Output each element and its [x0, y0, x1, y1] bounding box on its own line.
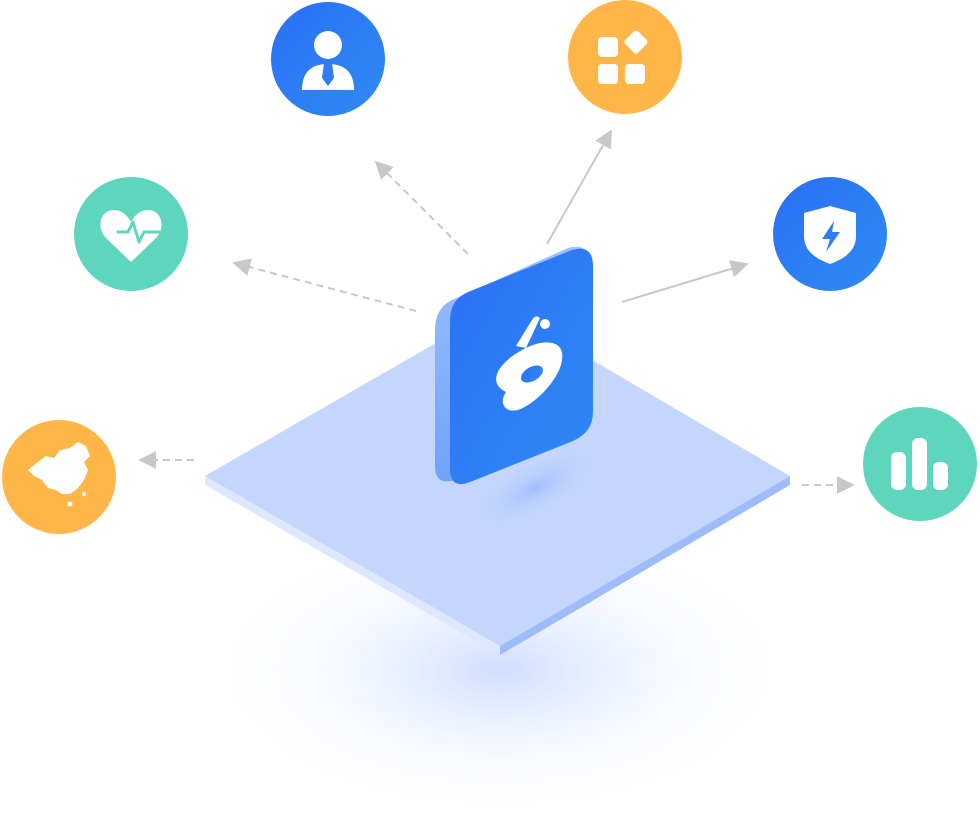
center-tile: [435, 246, 593, 485]
heart-pulse-icon: [100, 210, 164, 262]
shield-lightning-icon: [804, 206, 856, 264]
platform: [205, 306, 790, 655]
bar-chart-icon: [891, 438, 948, 490]
node-user: [271, 2, 385, 116]
node-security: [773, 177, 887, 291]
user-tie-icon: [302, 31, 354, 90]
node-apps: [568, 0, 682, 114]
arrow-to-apps: [546, 129, 612, 245]
apps-grid-icon: [598, 30, 648, 84]
china-map-icon: [28, 442, 90, 507]
node-health: [74, 177, 188, 291]
connectors: [138, 129, 855, 494]
brand-logo-icon: [496, 316, 563, 411]
arrow-to-user: [374, 160, 469, 255]
arrow-to-health: [232, 258, 417, 312]
platform-glow: [200, 520, 800, 820]
tile-shadow: [471, 446, 599, 530]
node-stats: [863, 407, 977, 521]
node-map: [2, 420, 116, 534]
arrow-to-security: [621, 260, 749, 303]
